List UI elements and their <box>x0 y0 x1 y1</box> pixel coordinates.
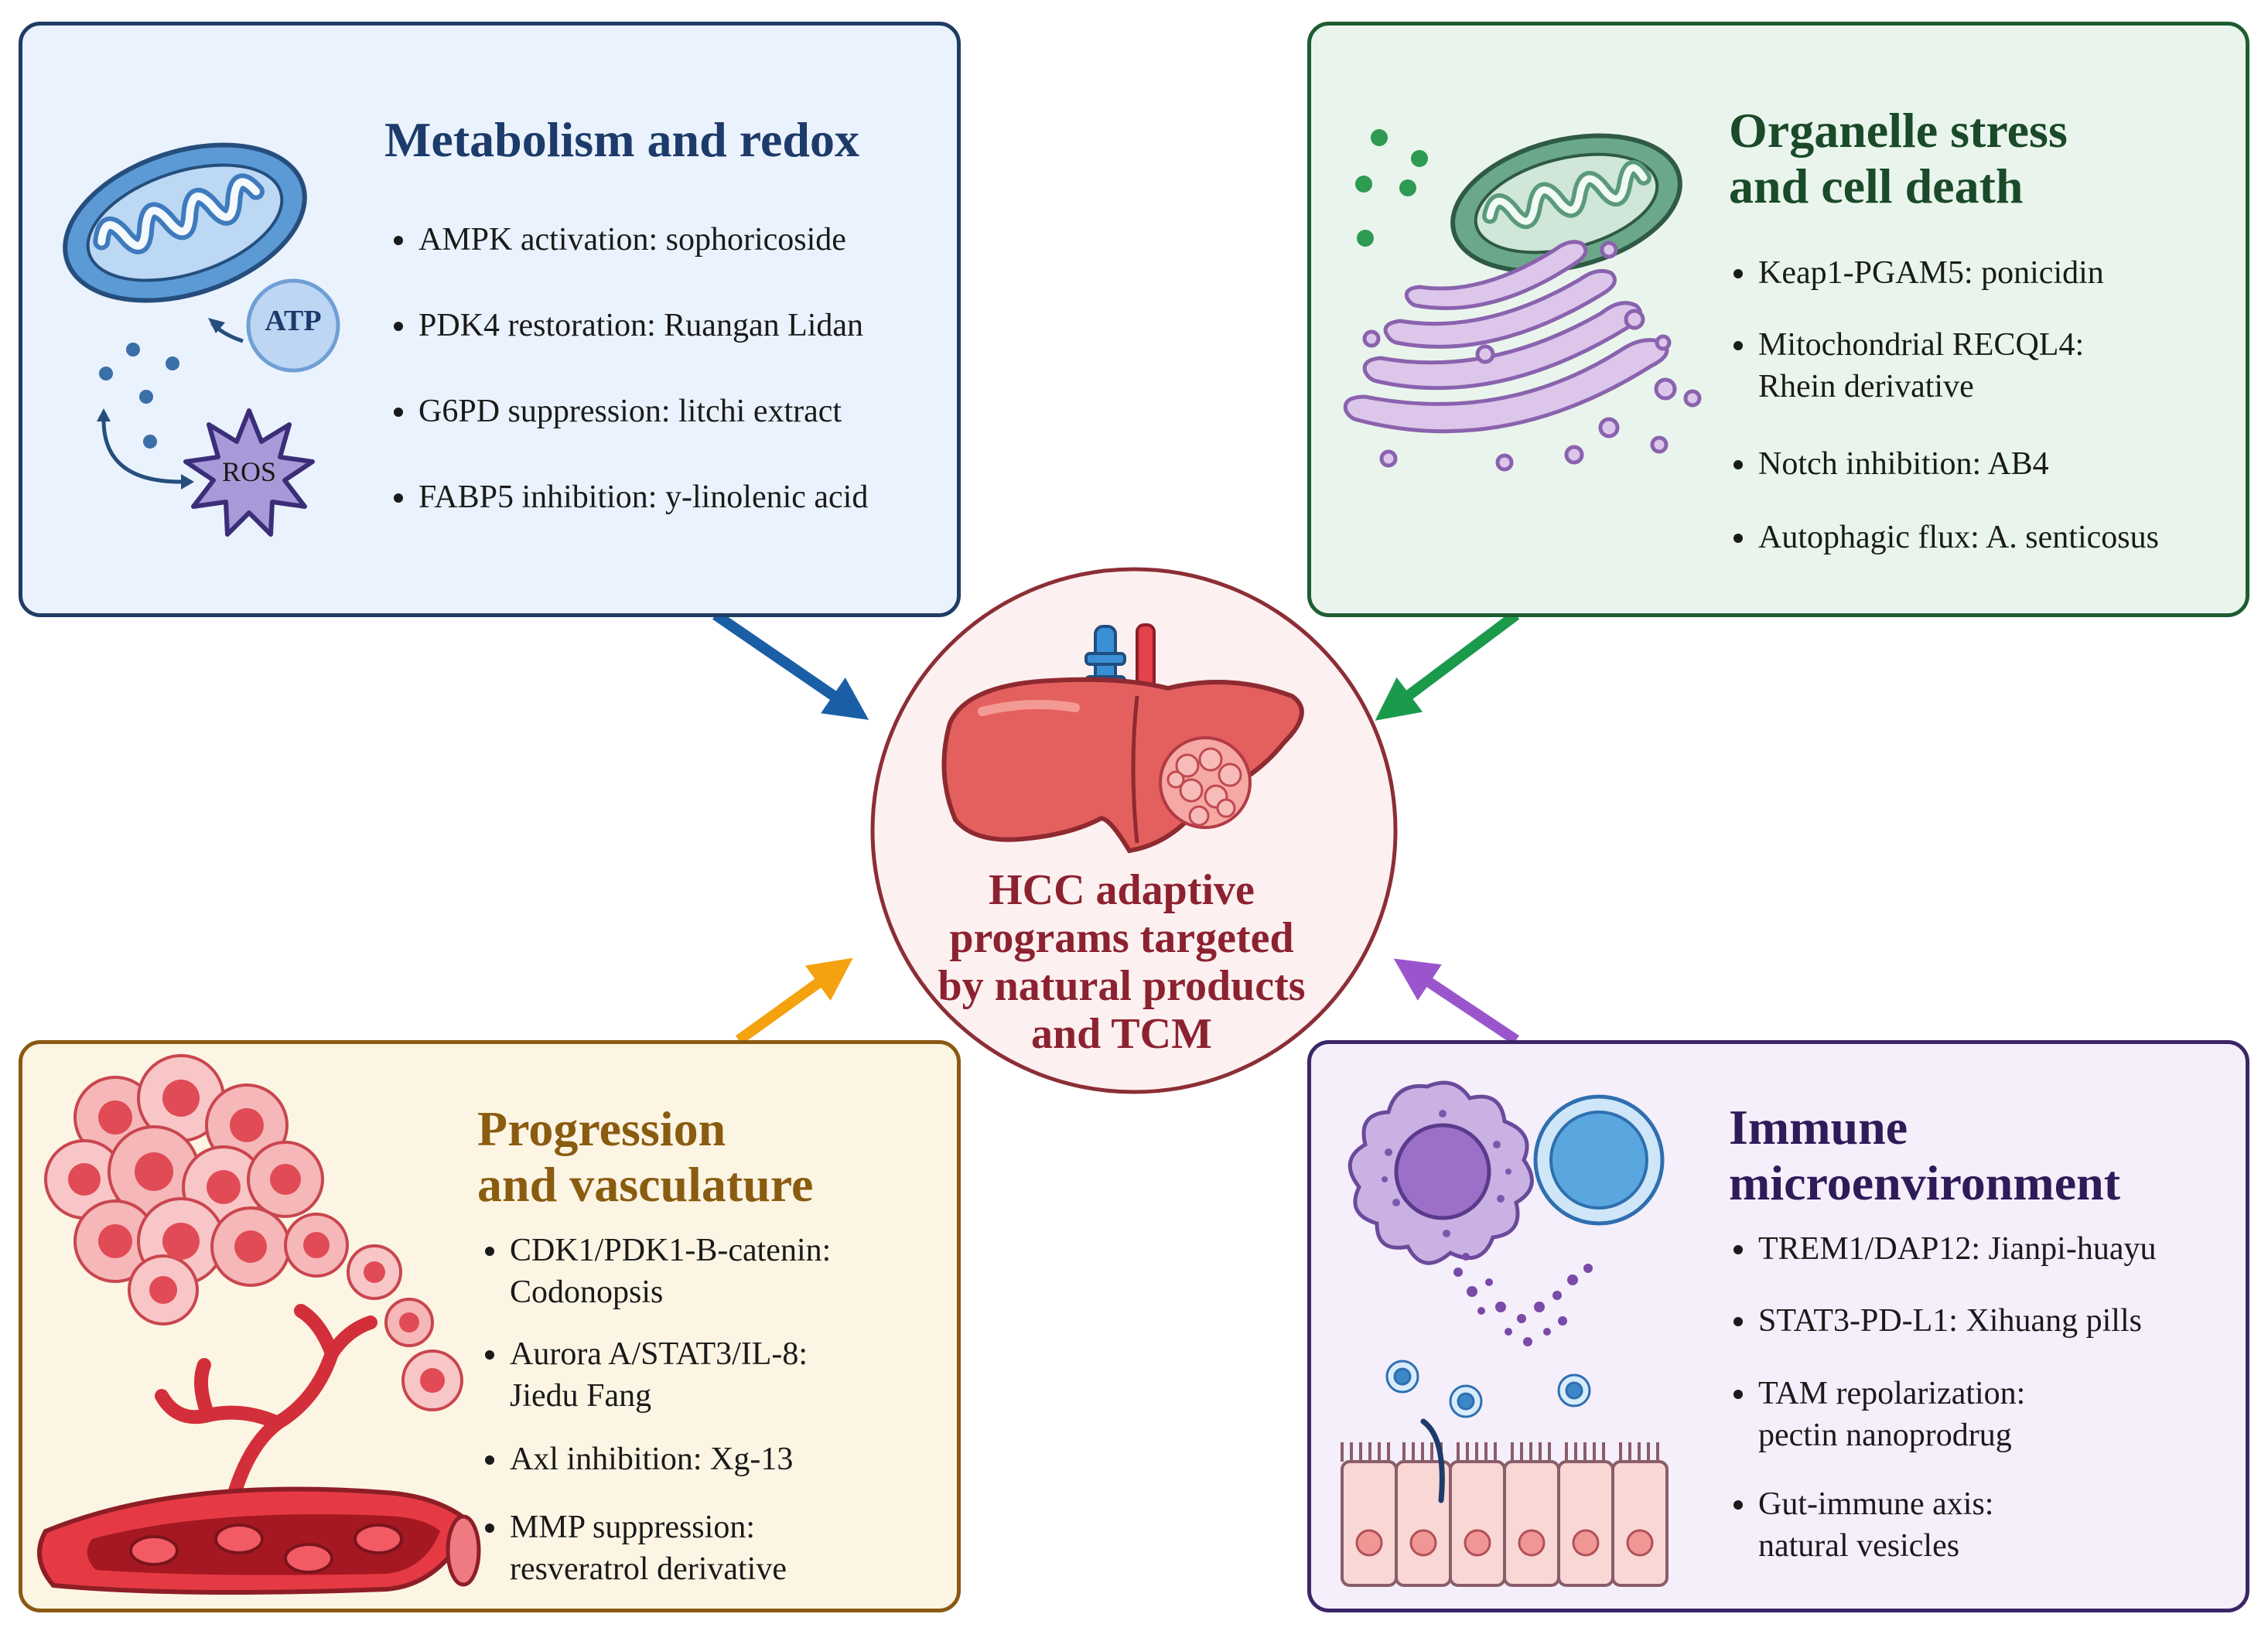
bullet-text: Axl inhibition: Xg-13 <box>510 1442 794 1477</box>
center-label-line: HCC adaptive <box>989 866 1255 914</box>
bullet-text: PDK4 restoration: Ruangan Lidan <box>418 308 864 343</box>
panel-immune: Immune microenvironment TREM1/DAP12: Jia… <box>1307 1040 2249 1612</box>
bullet-text: Codonopsis <box>510 1274 664 1310</box>
bullet-item: Keap1-PGAM5: ponicidin <box>1730 252 2104 294</box>
panel-title-line: and cell death <box>1729 159 2024 213</box>
center-label: HCC adaptive programs targeted by natura… <box>882 866 1361 1058</box>
bullet-text: resveratrol derivative <box>510 1551 787 1587</box>
panel-title-line: Metabolism and redox <box>384 112 859 167</box>
bullet-text: Notch inhibition: AB4 <box>1758 446 2049 482</box>
cytokine-particles <box>1453 1253 1593 1346</box>
bullet-text: Keap1-PGAM5: ponicidin <box>1758 255 2104 291</box>
macrophage-icon <box>1347 1080 1534 1265</box>
center-label-line: and TCM <box>1031 1010 1212 1058</box>
bullet-text: STAT3-PD-L1: Xihuang pills <box>1758 1303 2142 1339</box>
panel-title: Progression and vasculature <box>477 1101 813 1213</box>
blood-vessel-icon <box>37 1486 481 1595</box>
arrow-metabolism-to-center <box>712 610 869 720</box>
atp-label: ATP <box>265 305 322 337</box>
atp-ros-cycle-arrow <box>101 419 182 484</box>
arrow-immune-to-center <box>1393 958 1519 1045</box>
green-vesicles <box>1355 129 1428 247</box>
angiogenesis-branch-icon <box>155 1304 377 1511</box>
bullet-item: Autophagic flux: A. senticosus <box>1730 517 2159 558</box>
ros-icon <box>183 408 315 537</box>
bullet-item: Gut-immune axis: natural vesicles <box>1730 1483 1993 1567</box>
bullet-item: Axl inhibition: Xg-13 <box>482 1438 793 1480</box>
immune-cells-small <box>1385 1360 1591 1418</box>
mitochondrion-icon <box>63 142 307 303</box>
bullet-text: CDK1/PDK1-B-catenin: <box>510 1233 832 1268</box>
bullet-text: Jiedu Fang <box>510 1378 652 1414</box>
bullet-item: MMP suppression: resveratrol derivative <box>482 1506 787 1590</box>
golgi-icon <box>1343 240 1702 472</box>
panel-title: Immune microenvironment <box>1729 1100 2120 1211</box>
bullet-item: STAT3-PD-L1: Xihuang pills <box>1730 1300 2142 1342</box>
bullet-text: Rhein derivative <box>1758 369 1974 404</box>
tumor-nuclei <box>68 1080 330 1304</box>
bullet-item: AMPK activation: sophoricoside <box>391 219 846 261</box>
panel-title: Organelle stress and cell death <box>1729 103 2068 214</box>
ros-particles <box>99 343 179 449</box>
panel-title-line: Organelle stress <box>1729 103 2068 158</box>
panel-metabolism: ATP ROS Metabolism and redox AMPK activa… <box>19 22 961 617</box>
bullet-text: Autophagic flux: A. senticosus <box>1758 520 2159 555</box>
organelle-illustration <box>1343 129 1702 472</box>
panel-title-line: microenvironment <box>1729 1155 2120 1210</box>
bullet-item: CDK1/PDK1-B-catenin: Codonopsis <box>482 1230 831 1313</box>
mitochondrion-icon <box>1450 133 1682 274</box>
bullet-item: PDK4 restoration: Ruangan Lidan <box>391 305 863 346</box>
center-label-line: programs targeted <box>949 914 1294 962</box>
immune-illustration <box>1341 1080 1669 1587</box>
bullet-item: Notch inhibition: AB4 <box>1730 443 2049 485</box>
bullet-item: G6PD suppression: litchi extract <box>391 391 842 432</box>
bullet-text: Gut-immune axis: <box>1758 1486 1994 1522</box>
lymphocyte-icon <box>1533 1094 1665 1226</box>
arrow-organelle-to-center <box>1375 610 1520 721</box>
panel-title-line: and vasculature <box>477 1157 814 1212</box>
panel-progression: Progression and vasculature CDK1/PDK1-B-… <box>19 1040 961 1612</box>
atp-icon <box>246 278 340 373</box>
center-label-line: by natural products <box>938 962 1306 1010</box>
bullet-text: G6PD suppression: litchi extract <box>418 394 842 429</box>
bullet-text: Mitochondrial RECQL4: <box>1758 327 2085 363</box>
bullet-text: natural vesicles <box>1758 1528 1960 1564</box>
arrow-progression-to-center <box>735 957 853 1045</box>
metabolism-illustration <box>63 142 340 537</box>
bullet-text: FABP5 inhibition: y-linolenic acid <box>418 479 869 515</box>
bullet-item: Aurora A/STAT3/IL-8: Jiedu Fang <box>482 1333 808 1417</box>
bullet-item: TREM1/DAP12: Jianpi-huayu <box>1730 1228 2156 1270</box>
gut-epithelium-icon <box>1341 1418 1669 1587</box>
bullet-text: Aurora A/STAT3/IL-8: <box>510 1336 808 1372</box>
bullet-text: pectin nanoprodrug <box>1758 1418 2012 1453</box>
bullet-text: TAM repolarization: <box>1758 1376 2026 1411</box>
panel-title-line: Progression <box>477 1101 726 1156</box>
bullet-item: FABP5 inhibition: y-linolenic acid <box>391 476 868 518</box>
progression-illustration <box>37 1054 481 1595</box>
bullet-text: AMPK activation: sophoricoside <box>418 222 846 258</box>
bullet-item: TAM repolarization: pectin nanoprodrug <box>1730 1373 2025 1456</box>
panel-organelle: Organelle stress and cell death Keap1-PG… <box>1307 22 2249 617</box>
bullet-text: MMP suppression: <box>510 1510 755 1545</box>
bullet-item: Mitochondrial RECQL4: Rhein derivative <box>1730 324 2084 408</box>
bullet-text: TREM1/DAP12: Jianpi-huayu <box>1758 1231 2157 1267</box>
panel-title: Metabolism and redox <box>384 112 859 168</box>
panel-title-line: Immune <box>1729 1100 1908 1155</box>
ros-label: ROS <box>221 456 277 487</box>
